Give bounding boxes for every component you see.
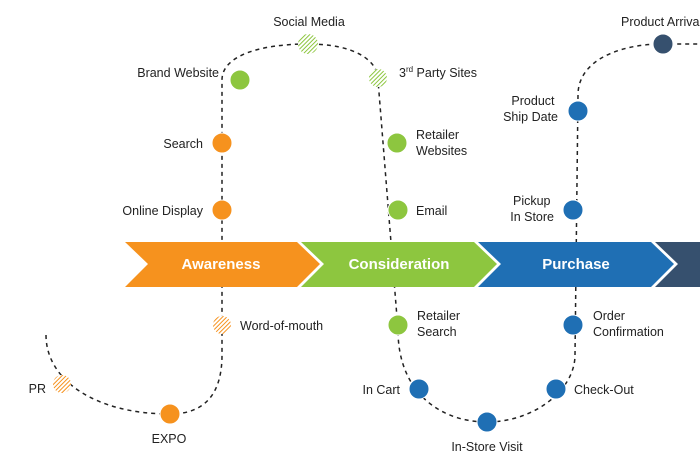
order-confirmation-line-2: Confirmation	[593, 325, 664, 339]
touchpoint-dot-retailer-search	[387, 314, 409, 336]
order-confirmation-line-1: Order	[593, 309, 625, 323]
stage-consideration-chevron	[301, 242, 497, 287]
touchpoint-label-word-of-mouth: Word-of-mouth	[240, 319, 323, 333]
stage-awareness-chevron	[125, 242, 320, 287]
touchpoint-label-pr: PR	[29, 382, 46, 396]
touchpoint-label-product-arrival: Product Arriva	[621, 15, 700, 29]
retailer-search-line-2: Search	[417, 325, 457, 339]
touchpoint-dot-search	[211, 132, 233, 154]
touchpoint-dot-third-party-sites	[369, 69, 387, 87]
touchpoint-label-retailer-websites: Retailer Websites	[416, 128, 467, 158]
touchpoint-dot-order-confirmation	[562, 314, 584, 336]
touchpoint-label-retailer-search: Retailer Search	[417, 309, 464, 339]
touchpoint-dot-word-of-mouth	[213, 316, 231, 334]
touchpoint-dot-product-arrival	[652, 33, 674, 55]
touchpoint-dot-check-out	[545, 378, 567, 400]
third-party-sites-ordinal: rd	[406, 65, 413, 74]
touchpoint-label-third-party-sites: 3rd Party Sites	[399, 65, 477, 80]
retailer-websites-line-1: Retailer	[416, 128, 459, 142]
touchpoint-labels: PR EXPO Word-of-mouth Online Display Sea…	[29, 15, 700, 454]
touchpoint-label-email: Email	[416, 204, 447, 218]
pickup-in-store-line-2: In Store	[510, 210, 554, 224]
touchpoint-dot-retailer-websites	[386, 132, 408, 154]
touchpoint-dot-in-store-visit	[476, 411, 498, 433]
retailer-websites-line-2: Websites	[416, 144, 467, 158]
stage-awareness-label: Awareness	[182, 256, 261, 273]
touchpoint-dots	[53, 33, 674, 433]
touchpoint-label-brand-website: Brand Website	[137, 66, 219, 80]
pickup-in-store-line-1: Pickup	[513, 194, 551, 208]
stage-final-chevron	[655, 242, 700, 287]
touchpoint-dot-expo	[159, 403, 181, 425]
touchpoint-label-order-confirmation: Order Confirmation	[593, 309, 664, 339]
stage-banner: Awareness Consideration Purchase	[125, 242, 700, 287]
retailer-search-line-1: Retailer	[417, 309, 460, 323]
touchpoint-label-social-media: Social Media	[273, 15, 345, 29]
touchpoint-dot-online-display	[211, 199, 233, 221]
third-party-sites-number: 3	[399, 66, 406, 80]
touchpoint-dot-product-ship-date	[567, 100, 589, 122]
stage-consideration-label: Consideration	[349, 256, 450, 273]
product-ship-date-line-2: Ship Date	[503, 110, 558, 124]
touchpoint-dot-pickup-in-store	[562, 199, 584, 221]
touchpoint-label-check-out: Check-Out	[574, 383, 634, 397]
touchpoint-dot-in-cart	[408, 378, 430, 400]
touchpoint-dot-pr	[53, 375, 71, 393]
stage-purchase-label: Purchase	[542, 256, 610, 273]
touchpoint-label-in-store-visit: In-Store Visit	[451, 440, 523, 454]
touchpoint-label-search: Search	[163, 137, 203, 151]
journey-path	[45, 43, 700, 423]
touchpoint-dot-brand-website	[229, 69, 251, 91]
touchpoint-label-in-cart: In Cart	[362, 383, 400, 397]
touchpoint-label-online-display: Online Display	[122, 204, 203, 218]
touchpoint-dot-email	[387, 199, 409, 221]
touchpoint-label-product-ship-date: Product Ship Date	[503, 94, 558, 124]
touchpoint-label-pickup-in-store: Pickup In Store	[510, 194, 554, 224]
touchpoint-label-expo: EXPO	[152, 432, 187, 446]
touchpoint-dot-social-media	[298, 34, 318, 54]
stage-purchase-chevron	[478, 242, 674, 287]
product-ship-date-line-1: Product	[511, 94, 555, 108]
third-party-sites-text: Party Sites	[413, 66, 477, 80]
